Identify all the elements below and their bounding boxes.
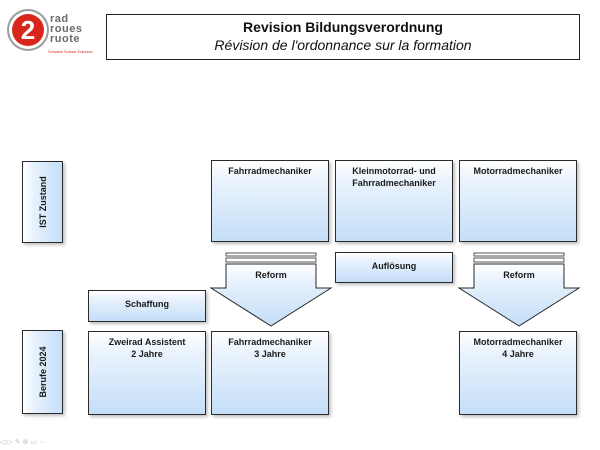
title-german: Revision Bildungsverordnung [243,19,443,35]
reform-left-label: Reform [255,270,287,280]
box-label-line1: Zweirad Assistent [108,337,186,347]
nav-next-icon[interactable]: ▷ [7,439,15,446]
nav-prev-icon[interactable]: ◁ [0,439,8,446]
box-label-line2: 3 Jahre [254,349,286,359]
box-current-motorradmechaniker: Motorradmechaniker [459,160,577,242]
title-french: Révision de l'ordonnance sur la formatio… [214,37,472,53]
box-label-line2: Fahrradmechaniker [352,178,436,188]
row-label-ist-zustand: IST Zustand [22,161,63,243]
box-current-kleinmotorrad-fahrradmechaniker: Kleinmotorrad- und Fahrradmechaniker [335,160,453,242]
more-icon[interactable]: ⋯ [39,439,49,446]
schaffung-label: Schaffung [125,299,169,309]
row-label-berufe-text: Berufe 2024 [37,346,48,398]
reform-right-label: Reform [503,270,535,280]
box-label-line2: 2 Jahre [131,349,163,359]
zoom-icon[interactable]: ⊕ [22,439,31,446]
box-label: Motorradmechaniker [473,166,563,176]
box-aufloesung: Auflösung [335,252,453,283]
logo-mark: 2 [12,14,44,46]
logo-word-roues: roues [50,23,83,35]
box-current-fahrradmechaniker: Fahrradmechaniker [211,160,329,242]
slideshow-controls: ◁▷✎⊕▭⋯ [0,438,48,446]
box-label-line1: Motorradmechaniker [473,337,563,347]
box-future-zweirad-assistent: Zweirad Assistent 2 Jahre [88,331,206,415]
box-schaffung: Schaffung [88,290,206,322]
logo-word-rad: rad [50,13,69,25]
box-label-line2: 4 Jahre [502,349,534,359]
aufloesung-label: Auflösung [371,261,417,271]
logo-word-ruote: ruote [50,33,80,45]
logo-tagline: Schweiz Suisse Svizzera [48,49,93,54]
row-label-berufe-2024: Berufe 2024 [22,330,63,414]
rad-roues-ruote-logo: 2 rad roues ruote Schweiz Suisse Svizzer… [12,14,102,60]
row-label-ist-text: IST Zustand [37,176,48,228]
menu-icon[interactable]: ▭ [30,439,40,446]
title-box: Revision Bildungsverordnung Révision de … [106,14,580,60]
reform-arrow-left [209,252,333,327]
pen-icon[interactable]: ✎ [14,439,23,446]
box-future-motorradmechaniker: Motorradmechaniker 4 Jahre [459,331,577,415]
reform-arrow-right [457,252,581,327]
box-label-line1: Kleinmotorrad- und [352,166,436,176]
box-label: Fahrradmechaniker [228,166,312,176]
box-label-line1: Fahrradmechaniker [228,337,312,347]
logo-wordmark: rad roues ruote [50,13,83,45]
box-future-fahrradmechaniker: Fahrradmechaniker 3 Jahre [211,331,329,415]
